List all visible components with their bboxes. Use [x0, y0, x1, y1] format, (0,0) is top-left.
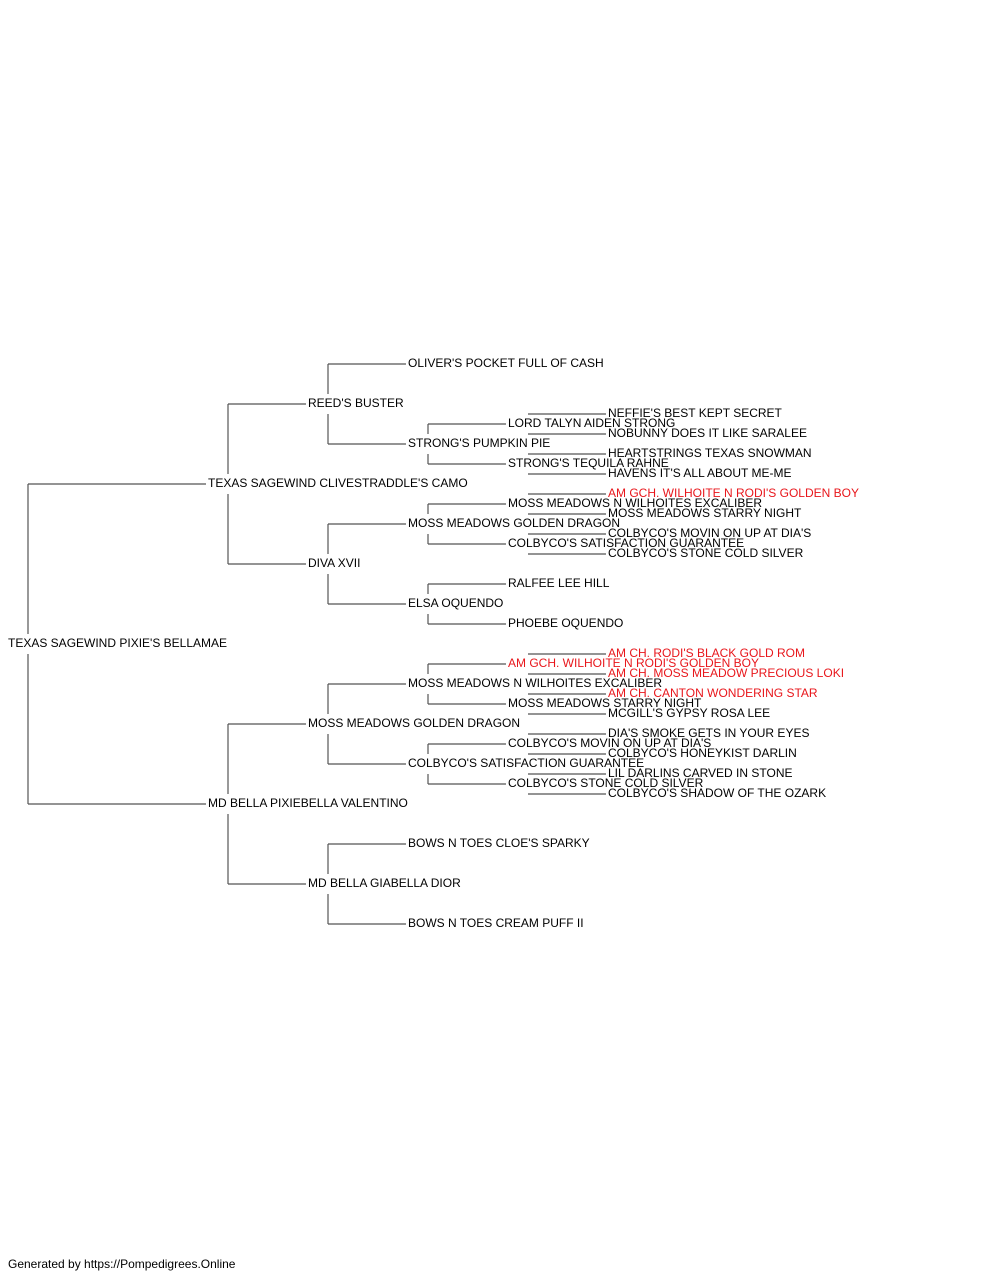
- pedigree-entry: COLBYCO'S MOVIN ON UP AT DIA'S: [608, 526, 811, 540]
- pedigree-entry: STRONG'S PUMPKIN PIE: [408, 436, 550, 450]
- pedigree-entry: COLBYCO'S STONE COLD SILVER: [608, 546, 804, 560]
- pedigree-entry: AM CH. RODI'S BLACK GOLD ROM: [608, 646, 805, 660]
- pedigree-entry: RALFEE LEE HILL: [508, 576, 610, 590]
- pedigree-entry: REED'S BUSTER: [308, 396, 404, 410]
- pedigree-entry: AM GCH. WILHOITE N RODI'S GOLDEN BOY: [508, 656, 759, 670]
- pedigree-entry: MOSS MEADOWS N WILHOITES EXCALIBER: [408, 676, 662, 690]
- pedigree-entry: MOSS MEADOWS GOLDEN DRAGON: [308, 716, 520, 730]
- pedigree-entry: MOSS MEADOWS STARRY NIGHT: [508, 696, 702, 710]
- pedigree-entry: BOWS N TOES CREAM PUFF II: [408, 916, 584, 930]
- pedigree-entry: TEXAS SAGEWIND PIXIE'S BELLAMAE: [8, 636, 227, 650]
- pedigree-entry: TEXAS SAGEWIND CLIVESTRADDLE'S CAMO: [208, 476, 468, 490]
- pedigree-entry: AM CH. MOSS MEADOW PRECIOUS LOKI: [608, 666, 844, 680]
- pedigree-entry: PHOEBE OQUENDO: [508, 616, 623, 630]
- pedigree-entry: MOSS MEADOWS STARRY NIGHT: [608, 506, 802, 520]
- pedigree-entry: ELSA OQUENDO: [408, 596, 503, 610]
- pedigree-entry: MD BELLA GIABELLA DIOR: [308, 876, 461, 890]
- pedigree-entry: BOWS N TOES CLOE'S SPARKY: [408, 836, 590, 850]
- pedigree-entry: STRONG'S TEQUILA RAHNE: [508, 456, 669, 470]
- pedigree-entry: DIA'S SMOKE GETS IN YOUR EYES: [608, 726, 809, 740]
- pedigree-entry: NEFFIE'S BEST KEPT SECRET: [608, 406, 783, 420]
- pedigree-entry: MOSS MEADOWS GOLDEN DRAGON: [408, 516, 620, 530]
- pedigree-entry: DIVA XVII: [308, 556, 360, 570]
- pedigree-entry: LORD TALYN AIDEN STRONG: [508, 416, 675, 430]
- pedigree-entry: COLBYCO'S STONE COLD SILVER: [508, 776, 704, 790]
- pedigree-entry: LIL DARLINS CARVED IN STONE: [608, 766, 793, 780]
- pedigree-entry: MD BELLA PIXIEBELLA VALENTINO: [208, 796, 408, 810]
- pedigree-entry: AM GCH. WILHOITE N RODI'S GOLDEN BOY: [608, 486, 859, 500]
- pedigree-entry: NOBUNNY DOES IT LIKE SARALEE: [608, 426, 807, 440]
- pedigree-entry: MCGILL'S GYPSY ROSA LEE: [608, 706, 770, 720]
- pedigree-entry: HAVENS IT'S ALL ABOUT ME-ME: [608, 466, 791, 480]
- pedigree-entry: HEARTSTRINGS TEXAS SNOWMAN: [608, 446, 812, 460]
- pedigree-entry: COLBYCO'S MOVIN ON UP AT DIA'S: [508, 736, 711, 750]
- footer-credit: Generated by https://Pompedigrees.Online: [8, 1257, 236, 1271]
- pedigree-entry: MOSS MEADOWS N WILHOITES EXCALIBER: [508, 496, 762, 510]
- pedigree-entry: OLIVER'S POCKET FULL OF CASH: [408, 356, 604, 370]
- pedigree-entry: AM CH. CANTON WONDERING STAR: [608, 686, 818, 700]
- pedigree-entry: COLBYCO'S SATISFACTION GUARANTEE: [508, 536, 744, 550]
- pedigree-entry: COLBYCO'S SHADOW OF THE OZARK: [608, 786, 826, 800]
- pedigree-entry: COLBYCO'S HONEYKIST DARLIN: [608, 746, 797, 760]
- pedigree-entry: COLBYCO'S SATISFACTION GUARANTEE: [408, 756, 644, 770]
